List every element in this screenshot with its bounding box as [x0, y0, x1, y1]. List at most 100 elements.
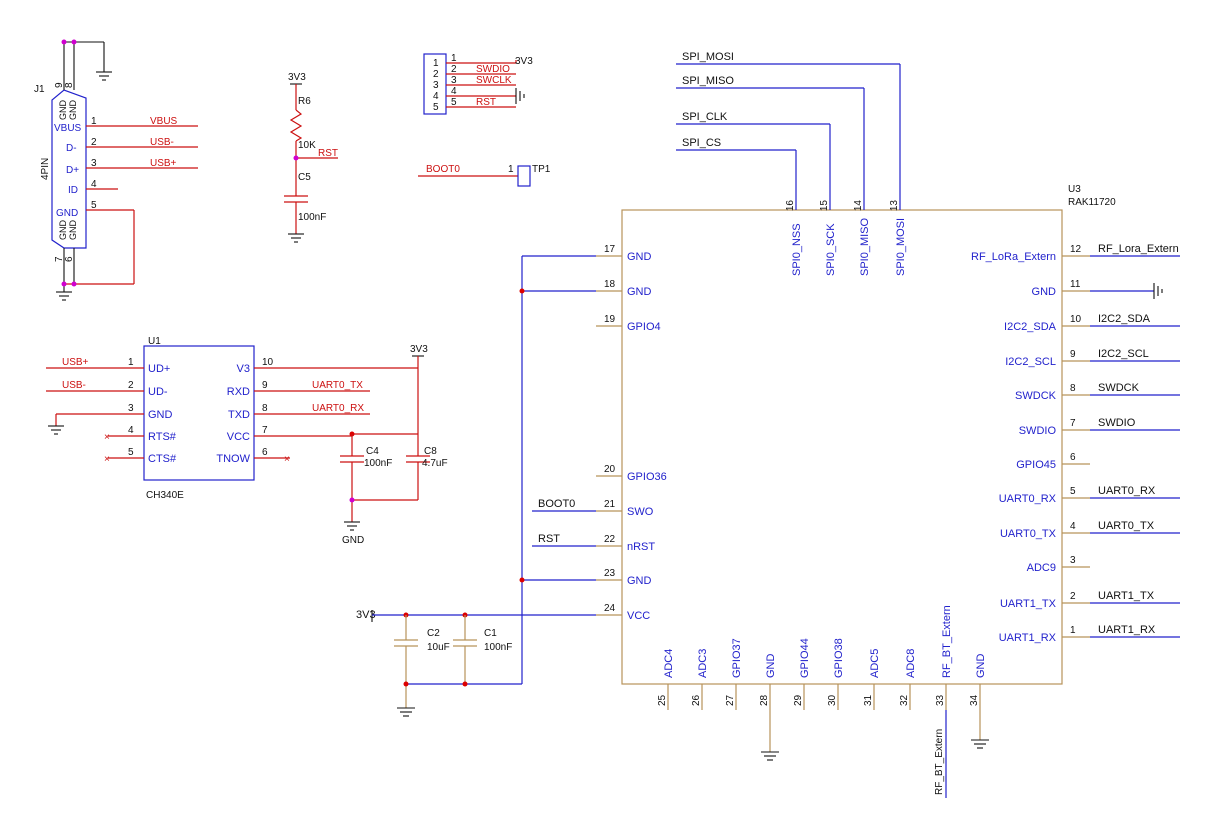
c1-value: 100nF [484, 642, 512, 653]
net-vbus: VBUS [150, 116, 178, 127]
u3-bottom-num-32: 32 [899, 694, 910, 706]
net-swdio-hdr: SWDIO [476, 64, 510, 75]
swd-pin-label-3: 3 [433, 80, 439, 91]
swd-header-body [423, 53, 447, 115]
net-boot0-tp: BOOT0 [426, 164, 460, 175]
j1-pin-7: 7 [54, 256, 65, 262]
swd-pin-label-2: 2 [433, 69, 439, 80]
gnd-symbol-11 [1153, 283, 1163, 299]
u1-pin-num-2: 2 [128, 380, 134, 391]
u3-bottom-name-29: GPIO44 [799, 638, 811, 678]
u3-left-name-24: VCC [627, 610, 650, 622]
u3-right-name-6: GPIO45 [1016, 459, 1056, 471]
u1-pin-num-1: 1 [128, 357, 134, 368]
u3-bottom-name-28: GND [765, 654, 777, 679]
u3-left-name-21: SWO [627, 506, 654, 518]
u3-ref: U3 [1068, 184, 1081, 195]
u3-right-num-11: 11 [1070, 279, 1081, 290]
u3-left-name-22: nRST [627, 541, 655, 553]
swd-wire-pin-3: 3 [451, 75, 457, 86]
u1-pin-num-10: 10 [262, 357, 274, 368]
u1-net-9: UART0_TX [312, 380, 363, 391]
u3-left-name-23: GND [627, 575, 652, 587]
module-u3: U3 RAK11720 [621, 184, 1116, 685]
u3-top-name-15: SPI0_SCK [825, 223, 837, 276]
u1-pin-num-9: 9 [262, 380, 268, 391]
c8-value: 4.7uF [422, 458, 448, 469]
u1-pin-name-4: RTS# [148, 431, 177, 443]
u1-nc-5: × [104, 454, 110, 465]
swd-wire-pin-1: 1 [451, 53, 457, 64]
u3-right-name-8: SWDCK [1015, 390, 1057, 402]
u3-right-name-1: UART1_RX [999, 632, 1057, 644]
u3-left-num-24: 24 [604, 603, 616, 614]
net-rst-r6: RST [318, 148, 338, 159]
u3-bottom-name-32: ADC8 [905, 649, 917, 678]
u1-supply: 3V3 [410, 344, 428, 355]
u3-bottom-num-33: 33 [935, 694, 946, 706]
u3-bottom-name-31: ADC5 [869, 649, 881, 678]
u3-bottom-name-30: GPIO38 [833, 638, 845, 678]
u3-left-num-20: 20 [604, 464, 616, 475]
u1-part: CH340E [146, 490, 184, 501]
u3-left-num-19: 19 [604, 314, 616, 325]
tp1-pin: 1 [508, 164, 514, 175]
c1-ref: C1 [484, 628, 497, 639]
junction [71, 39, 77, 45]
swd-wire-pin-2: 2 [451, 64, 457, 75]
gnd-symbol-28 [761, 751, 779, 761]
u1-ref: U1 [148, 336, 161, 347]
u1-pin-name-3: GND [148, 409, 173, 421]
swd-pin-label-4: 4 [433, 91, 439, 102]
u3-bottom-num-26: 26 [691, 694, 702, 706]
u3-right-name-11: GND [1032, 286, 1057, 298]
u3-left-name-19: GPIO4 [627, 321, 661, 333]
u3-bottom-num-27: 27 [725, 694, 736, 706]
u3-top-net-13: SPI_MOSI [682, 51, 734, 63]
u3-left-num-17: 17 [604, 244, 616, 255]
u3-left-num-21: 21 [604, 499, 616, 510]
j1-pin-3: 3 [91, 158, 97, 169]
u3-right-net-9: I2C2_SCL [1098, 348, 1149, 360]
u3-bottom-num-29: 29 [793, 694, 804, 706]
u3-bottom-name-33: RF_BT_Extern [941, 605, 953, 678]
j1-label-vbus: VBUS [54, 123, 82, 134]
u3-right-num-2: 2 [1070, 591, 1076, 602]
u3-right-num-4: 4 [1070, 521, 1076, 532]
net-rf-bt: RF_BT_Extern [934, 729, 945, 795]
u1-net-2: USB- [62, 380, 86, 391]
u1-nc-4: × [104, 432, 110, 443]
u3-left-net-21: BOOT0 [538, 498, 575, 510]
u3-right-num-12: 12 [1070, 244, 1082, 255]
gnd-symbol-swd [515, 88, 525, 104]
j1-label-gnd-d: GND [58, 220, 68, 241]
u1-body [143, 345, 255, 481]
c4-ref: C4 [366, 446, 379, 457]
u3-right-num-3: 3 [1070, 555, 1076, 566]
r6-ref: R6 [298, 96, 311, 107]
u3-bottom-num-28: 28 [759, 694, 770, 706]
j1-label-dp: D+ [66, 165, 79, 176]
u3-left-bus: 3V3 C2 10uF C1 100nF [356, 255, 596, 717]
c2-value: 10uF [427, 642, 450, 653]
j1-pin-6: 6 [64, 256, 75, 262]
u3-right-net-8: SWDCK [1098, 382, 1140, 394]
tp1-body [517, 165, 531, 187]
j1-label-id: ID [68, 185, 78, 196]
u3-left-name-17: GND [627, 251, 652, 263]
j1-label-gnd-c: GND [56, 208, 78, 219]
junction [349, 497, 355, 503]
u3-bottom-name-26: ADC3 [697, 649, 709, 678]
u1-net-8: UART0_RX [312, 403, 364, 414]
u1-pin-name-6: TNOW [216, 453, 250, 465]
connector-j1: J1 4PIN 9 8 GND GND VBUS D- D+ ID GND GN… [34, 39, 198, 301]
u3-left-num-23: 23 [604, 568, 616, 579]
net-rst-hdr: RST [476, 97, 496, 108]
u3-bottom-name-34: GND [975, 654, 987, 679]
u3-pins: SPI_CS16SPI0_NSSSPI_CLK15SPI0_SCKSPI_MIS… [522, 51, 1180, 710]
u3-part: RAK11720 [1068, 197, 1116, 208]
j1-pin-9: 9 [54, 82, 65, 88]
j1-ref: J1 [34, 84, 45, 95]
